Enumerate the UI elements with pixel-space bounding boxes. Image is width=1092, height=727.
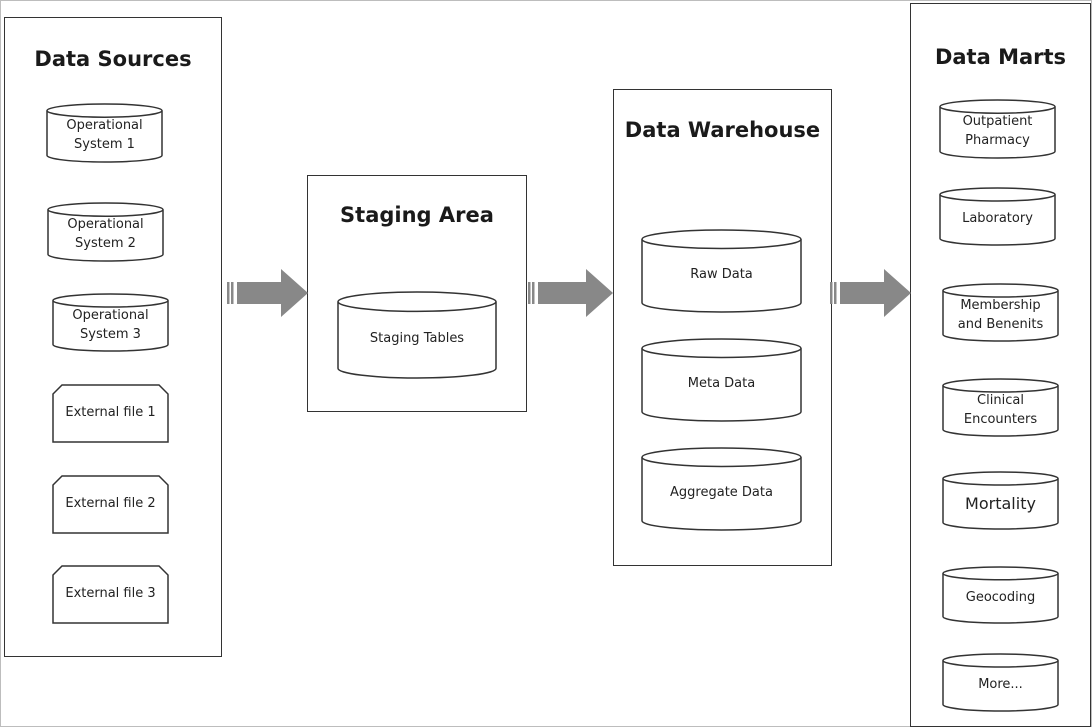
raw-data-cylinder: Raw Data — [641, 229, 802, 313]
arrow-warehouse-to-marts — [830, 269, 911, 317]
cylinder-outline — [641, 229, 802, 313]
cylinder-outline — [942, 283, 1059, 342]
cylinder-outline — [47, 202, 164, 262]
data-sources-title: Data Sources — [34, 47, 192, 71]
external-file-1-shape: External file 1 — [52, 384, 169, 443]
arrow-body — [840, 269, 911, 317]
mortality-label: Mortality — [965, 494, 1036, 514]
more-label: More... — [978, 677, 1023, 693]
mortality-cylinder: Mortality — [942, 471, 1059, 530]
data-marts-title: Data Marts — [934, 45, 1067, 69]
external-file-1-label: External file 1 — [65, 405, 156, 421]
operational-system-1-label: Operational System 1 — [66, 118, 143, 153]
cylinder-outline — [46, 103, 163, 163]
external-file-2-label: External file 2 — [65, 496, 156, 512]
clinical-encounters-cylinder: Clinical Encounters — [942, 378, 1059, 437]
arrow-tail-stripe — [231, 282, 234, 304]
cylinder-outline — [942, 653, 1059, 712]
meta-data-label: Meta Data — [687, 376, 756, 392]
meta-data-cylinder: Meta Data — [641, 338, 802, 422]
aggregate-data-cylinder: Aggregate Data — [641, 447, 802, 531]
cylinder-outline — [52, 293, 169, 352]
operational-system-3-label: Operational System 3 — [72, 307, 149, 342]
cylinder-outline — [939, 99, 1056, 159]
arrow-tail-stripe — [528, 282, 531, 304]
file-outline — [52, 384, 169, 443]
membership-benefits-cylinder: Membership and Benenits — [942, 283, 1059, 342]
arrow-sources-to-staging — [227, 269, 308, 317]
cylinder-outline — [337, 291, 497, 379]
arrow-tail-stripe — [227, 282, 230, 304]
external-file-3-shape: External file 3 — [52, 565, 169, 624]
file-outline — [52, 565, 169, 624]
geocoding-cylinder: Geocoding — [942, 566, 1059, 624]
external-file-3-label: External file 3 — [65, 586, 156, 602]
cylinder-outline — [641, 338, 802, 422]
more-cylinder: More... — [942, 653, 1059, 712]
cylinder-outline — [942, 471, 1059, 530]
arrow-tail-stripe — [532, 282, 535, 304]
geocoding-label: Geocoding — [965, 589, 1036, 605]
operational-system-2-label: Operational System 2 — [67, 217, 144, 252]
cylinder-outline — [939, 187, 1056, 246]
aggregate-data-label: Aggregate Data — [670, 485, 773, 501]
cylinder-outline — [942, 566, 1059, 624]
operational-system-3-cylinder: Operational System 3 — [52, 293, 169, 352]
laboratory-label: Laboratory — [962, 211, 1033, 227]
staging-tables-cylinder: Staging Tables — [337, 291, 497, 379]
staging-area-title: Staging Area — [340, 203, 494, 227]
outpatient-pharmacy-cylinder: Outpatient Pharmacy — [939, 99, 1056, 159]
operational-system-2-cylinder: Operational System 2 — [47, 202, 164, 262]
cylinder-outline — [942, 378, 1059, 437]
staging-tables-label: Staging Tables — [369, 331, 465, 347]
arrow-tail-stripe — [830, 282, 833, 304]
arrow-body — [237, 269, 308, 317]
outpatient-pharmacy-label: Outpatient Pharmacy — [962, 114, 1033, 149]
arrow-staging-to-warehouse — [528, 269, 613, 317]
arrow-body — [538, 269, 613, 317]
operational-system-1-cylinder: Operational System 1 — [46, 103, 163, 163]
membership-benefits-label: Membership and Benenits — [957, 297, 1044, 332]
data-warehouse-title: Data Warehouse — [624, 118, 821, 142]
laboratory-cylinder: Laboratory — [939, 187, 1056, 246]
clinical-encounters-label: Clinical Encounters — [963, 392, 1038, 427]
raw-data-label: Raw Data — [690, 267, 753, 283]
cylinder-outline — [641, 447, 802, 531]
file-outline — [52, 475, 169, 534]
external-file-2-shape: External file 2 — [52, 475, 169, 534]
arrow-tail-stripe — [834, 282, 837, 304]
